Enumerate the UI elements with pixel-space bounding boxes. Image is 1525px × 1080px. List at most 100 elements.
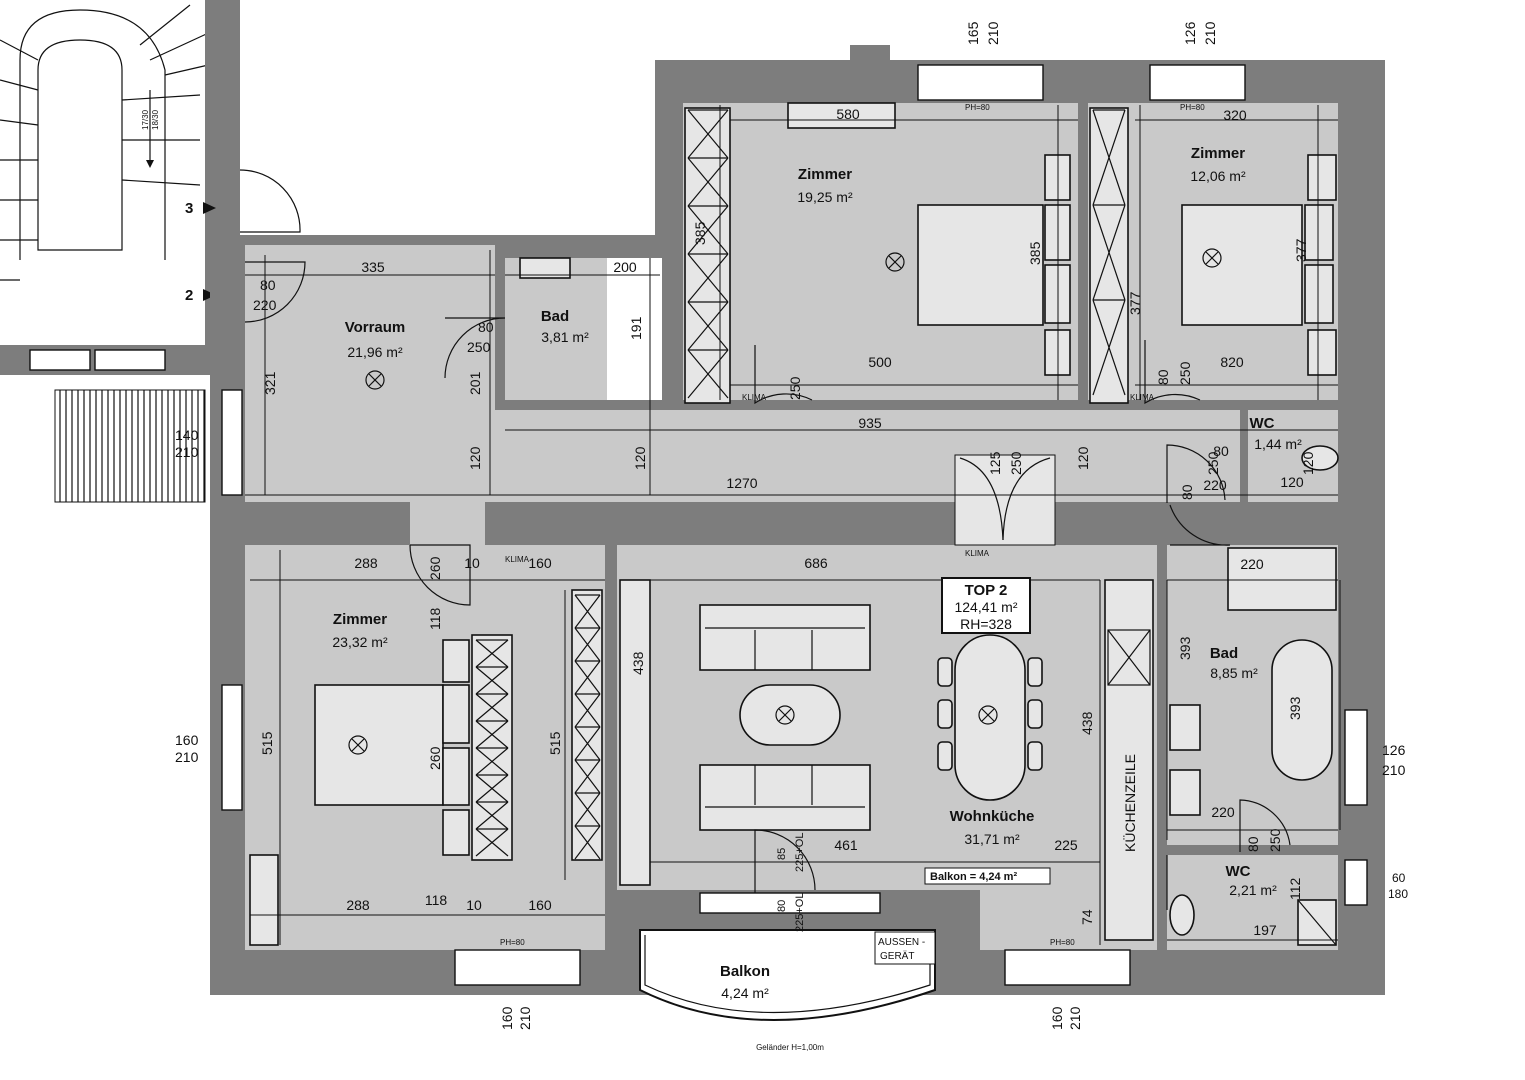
window <box>1149 64 1246 101</box>
window-height: 210 <box>517 1006 533 1030</box>
room-area: 8,85 m² <box>1210 665 1258 681</box>
dim: 260 <box>427 746 443 770</box>
dim: 438 <box>630 651 646 675</box>
dim: 260 <box>427 556 443 580</box>
railing-note: Geländer H=1,00m <box>756 1043 824 1052</box>
ceiling-light <box>775 705 795 725</box>
washbasin <box>1169 769 1201 816</box>
window <box>221 684 243 811</box>
window-dimensions: 165 210 126 210 140 210 160 210 126 210 … <box>175 21 1408 1030</box>
klima-label: KLIMA <box>505 555 530 564</box>
kitchen-counter <box>1104 579 1154 941</box>
dim: 80 <box>776 900 788 912</box>
room-name: Bad <box>1210 645 1238 662</box>
window-height: 210 <box>175 749 199 765</box>
window-width: 160 <box>175 732 199 748</box>
window-width: 140 <box>175 427 199 443</box>
ceiling-lights <box>348 248 1222 755</box>
window <box>1344 859 1368 906</box>
parapet: PH=80 <box>500 938 525 947</box>
window-width: 126 <box>1182 21 1198 45</box>
dim: 515 <box>547 731 563 755</box>
room-area: 19,25 m² <box>797 189 853 205</box>
klima-label: KLIMA <box>965 549 990 558</box>
dim: 385 <box>1027 241 1043 265</box>
dim: 321 <box>262 371 278 395</box>
wardrobe <box>1089 107 1129 404</box>
nightstand <box>442 809 470 856</box>
dim: 225+OL <box>794 893 806 932</box>
doors <box>244 261 1291 910</box>
nightstand <box>1307 329 1337 376</box>
room-name: Zimmer <box>333 611 387 628</box>
stair-note: 17/30 <box>141 109 150 130</box>
dimension-values: 335 200 80 220 80 250 1270 935 580 500 3… <box>253 106 1304 938</box>
level-3-label: 3 <box>185 200 193 217</box>
stair-note-2: 18/30 <box>151 109 160 130</box>
dim: 250 <box>1267 828 1283 852</box>
dim: 80 <box>260 277 276 293</box>
dim: 118 <box>427 607 443 630</box>
window <box>454 949 581 986</box>
nightstand <box>442 639 470 683</box>
dim: 125 <box>987 451 1003 475</box>
bed <box>314 684 444 806</box>
radiator <box>787 102 896 129</box>
dim: 220 <box>253 297 277 313</box>
dim: 225 <box>1054 837 1078 853</box>
dim: 200 <box>613 259 637 275</box>
dim: 74 <box>1079 909 1095 925</box>
klima-label: KLIMA <box>1130 393 1155 402</box>
washbasin <box>519 257 571 279</box>
dim: 220 <box>1211 804 1235 820</box>
level-3-arrow <box>203 202 216 214</box>
room-name: WC <box>1226 863 1251 880</box>
window-height: 210 <box>175 444 199 460</box>
window-width: 165 <box>965 21 981 45</box>
dim: 250 <box>1177 361 1193 385</box>
dim: 220 <box>1240 556 1264 572</box>
room-name: WC <box>1250 415 1275 432</box>
dim: 80 <box>1245 836 1261 852</box>
dim: 438 <box>1079 711 1095 735</box>
parapet: PH=80 <box>1180 103 1205 112</box>
parapet: PH=80 <box>1050 938 1075 947</box>
dim: 393 <box>1177 636 1193 660</box>
furniture <box>249 102 1339 946</box>
dim: 225+OL <box>794 833 806 872</box>
window-height: 210 <box>1382 762 1406 778</box>
dim: 120 <box>1075 446 1091 470</box>
ceiling-light <box>885 252 905 272</box>
dim: 250 <box>467 339 491 355</box>
dim: 320 <box>1223 107 1247 123</box>
dimension-values-vertical: 321 201 191 120 120 385 385 250 377 377 … <box>259 221 1316 932</box>
dim: 377 <box>1127 291 1143 315</box>
unit-title: TOP 2 <box>965 582 1008 599</box>
annotations: KÜCHENZEILE Balkon = 4,24 m² AUSSEN - GE… <box>505 393 1155 1052</box>
sofa <box>699 604 871 671</box>
ceiling-light <box>365 370 385 390</box>
dim: 335 <box>361 259 385 275</box>
room-area: 3,81 m² <box>541 329 589 345</box>
interior-walls <box>245 100 1338 950</box>
dim: 393 <box>1287 696 1303 720</box>
window-height: 180 <box>1388 887 1408 901</box>
room-area: 1,44 m² <box>1254 436 1302 452</box>
room-area: 31,71 m² <box>964 831 1020 847</box>
room-area: 21,96 m² <box>347 344 403 360</box>
dim: 385 <box>692 221 708 245</box>
dim: 80 <box>478 319 494 335</box>
unit-total-area: 124,41 m² <box>954 599 1017 615</box>
dim: 80 <box>1213 443 1229 459</box>
parapet: PH=80 <box>965 103 990 112</box>
dim: 500 <box>868 354 892 370</box>
room-labels: Vorraum 21,96 m² Bad 3,81 m² Zimmer 19,2… <box>332 145 1302 1001</box>
room-floors <box>245 103 1338 950</box>
dim: 80 <box>1179 484 1195 500</box>
dim: 580 <box>836 106 860 122</box>
toilet <box>1169 894 1195 936</box>
pillow <box>442 684 470 744</box>
dim: 197 <box>1253 922 1277 938</box>
window <box>1344 709 1368 806</box>
